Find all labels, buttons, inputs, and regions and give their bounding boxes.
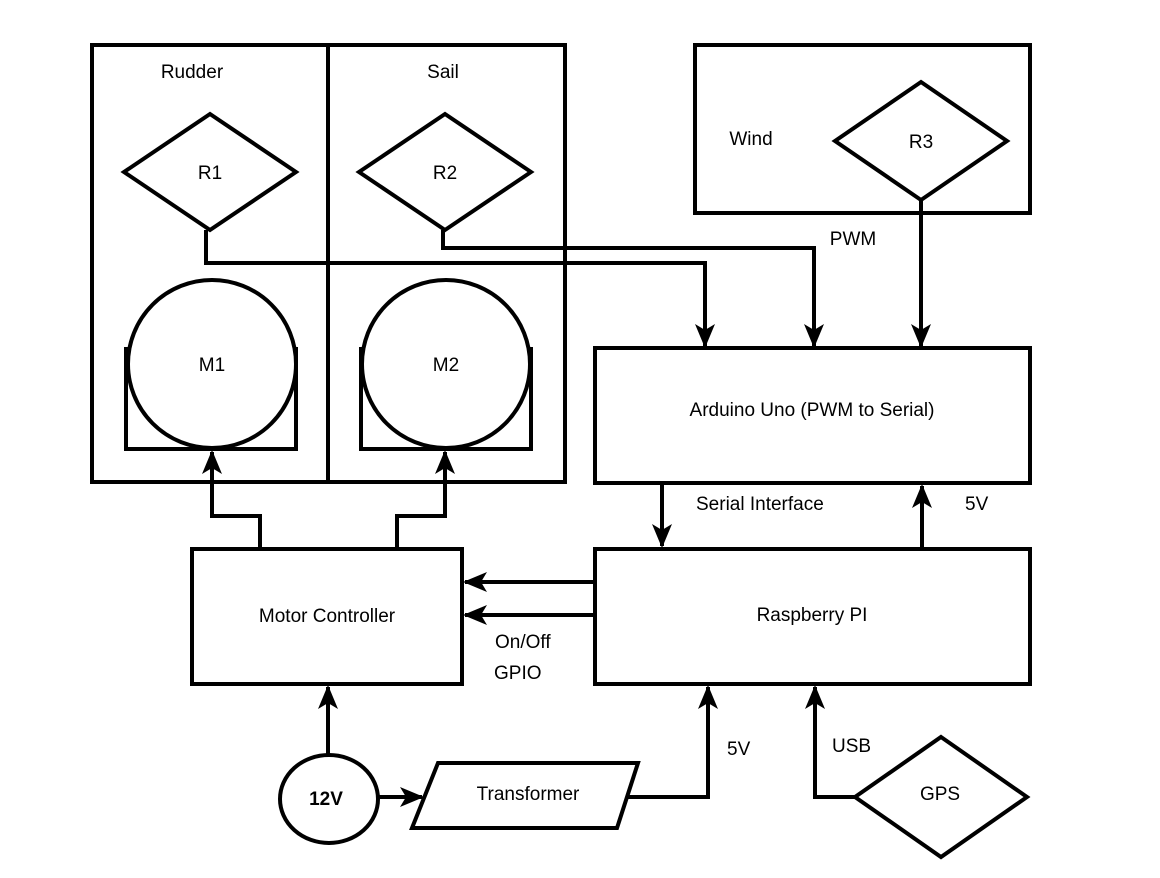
edge-motor-controller-to-m1 xyxy=(202,450,262,549)
wind-group-label: Wind xyxy=(729,129,772,150)
raspberry-pi-label: Raspberry PI xyxy=(757,605,868,626)
gps-label: GPS xyxy=(920,784,960,805)
m2-motor-circle xyxy=(360,278,532,450)
rudder-group-label: Rudder xyxy=(161,62,224,83)
r3-label: R3 xyxy=(909,132,933,153)
pi-5v-edge-label: 5V xyxy=(727,739,751,760)
transformer-label: Transformer xyxy=(477,784,580,805)
sail-group-label: Sail xyxy=(427,62,459,83)
edge-motor-controller-to-m2 xyxy=(395,450,455,549)
edge-r2-to-arduino xyxy=(441,230,824,348)
edge-r1-to-arduino xyxy=(204,230,715,348)
r2-diamond xyxy=(355,111,535,233)
m1-label: M1 xyxy=(199,355,225,376)
r2-label: R2 xyxy=(433,163,457,184)
motor-controller-box xyxy=(190,547,464,686)
battery-12v-circle xyxy=(278,753,380,845)
edge-gps-to-pi-usb xyxy=(805,685,855,799)
motor-controller-label: Motor Controller xyxy=(259,606,396,627)
usb-edge-label: USB xyxy=(832,736,871,757)
raspberry-pi-box xyxy=(593,547,1032,686)
pwm-edge-label: PWM xyxy=(830,229,876,250)
transformer-parallelogram xyxy=(409,761,641,830)
m2-label: M2 xyxy=(433,355,459,376)
gps-diamond xyxy=(851,734,1031,860)
battery-12v-label: 12V xyxy=(309,789,343,810)
r3-diamond xyxy=(831,79,1011,203)
serial-interface-edge-label: Serial Interface xyxy=(696,494,824,515)
edge-transformer-to-pi-5v xyxy=(627,685,718,799)
arduino-label: Arduino Uno (PWM to Serial) xyxy=(690,400,935,421)
arduino-box xyxy=(593,346,1032,485)
arduino-5v-edge-label: 5V xyxy=(965,494,989,515)
gpio-edge-label: GPIO xyxy=(494,663,542,684)
r1-label: R1 xyxy=(198,163,222,184)
on-off-edge-label: On/Off xyxy=(495,632,551,653)
m1-motor-circle xyxy=(126,278,298,450)
r1-diamond xyxy=(120,111,300,233)
